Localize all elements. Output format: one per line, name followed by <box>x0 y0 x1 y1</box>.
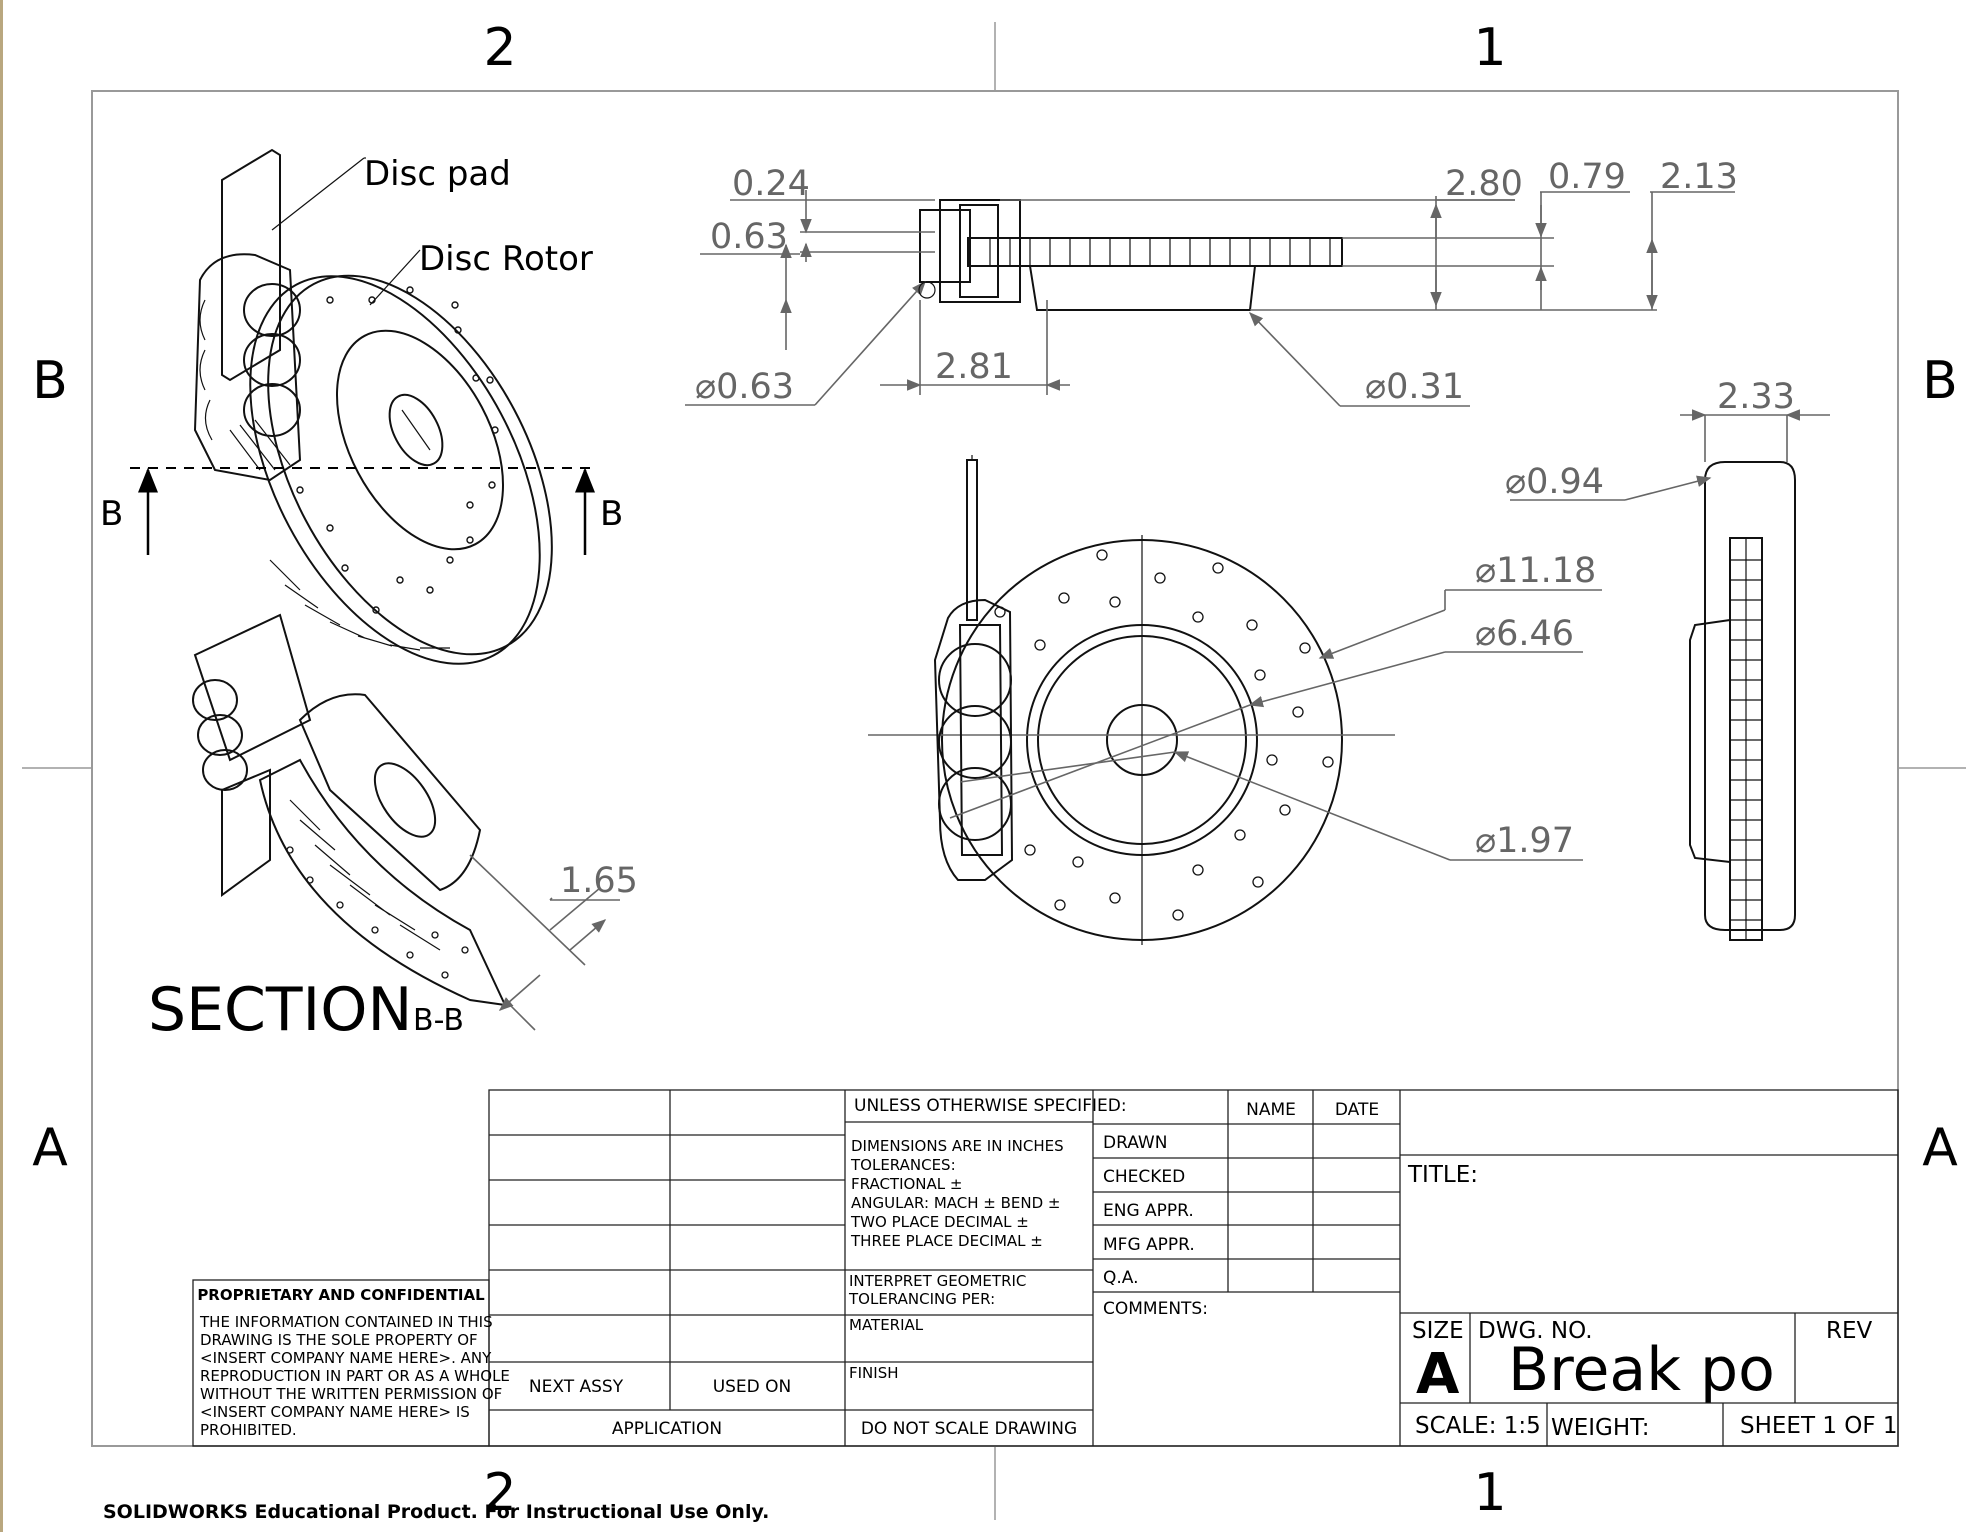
eng-appr-label: ENG APPR. <box>1103 1201 1194 1221</box>
side-hat <box>1689 618 1731 864</box>
dim-2-81: 2.81 <box>935 347 1013 387</box>
zone-label-left-A: A <box>32 1118 68 1178</box>
dim-0-24: 0.24 <box>732 164 810 204</box>
proprietary-box <box>192 1279 490 1447</box>
next-assy-label: NEXT ASSY <box>529 1377 624 1397</box>
front-caliper <box>933 598 1014 881</box>
zone-label-bottom-1: 1 <box>1473 1463 1506 1523</box>
dim-0-79: 0.79 <box>1548 157 1626 197</box>
used-on-label: USED ON <box>713 1377 792 1397</box>
disc-pad <box>221 148 281 382</box>
isometric-view: B B Disc pad Disc Rotor <box>100 148 623 665</box>
side-view: 2.33 ⌀0.94 <box>1505 377 1830 941</box>
interpret-label: TOLERANCING PER: <box>848 1290 995 1308</box>
dwg-no-label: DWG. NO. <box>1478 1318 1593 1344</box>
dim-dia-0-63: ⌀0.63 <box>695 367 794 407</box>
caliper <box>193 253 302 482</box>
section-caliper <box>193 613 312 762</box>
prop-line: PROHIBITED. <box>200 1421 297 1439</box>
dim-dia-1-97: ⌀1.97 <box>1475 821 1574 861</box>
checked-label: CHECKED <box>1103 1167 1185 1187</box>
section-view: 1.65 SECTION B-B <box>148 613 638 1045</box>
size-value: A <box>1416 1342 1460 1407</box>
dim-0-63: 0.63 <box>710 217 788 257</box>
dims-note: ANGULAR: MACH ± BEND ± <box>851 1194 1061 1212</box>
disc-pad-callout: Disc pad <box>364 154 511 194</box>
zone-ticks <box>22 22 1966 1520</box>
dim-1-65: 1.65 <box>560 861 638 901</box>
interpret-label: INTERPRET GEOMETRIC <box>849 1272 1026 1290</box>
zone-label-right-B: B <box>1922 351 1958 411</box>
unless-specified: UNLESS OTHERWISE SPECIFIED: <box>854 1096 1127 1116</box>
dims-note: DIMENSIONS ARE IN INCHES <box>851 1137 1064 1155</box>
zone-label-right-A: A <box>1922 1118 1958 1178</box>
scale-label: SCALE: 1:5 <box>1415 1413 1541 1439</box>
section-pad <box>221 768 271 897</box>
section-marker-left: B <box>100 494 123 534</box>
zone-label-top-1: 1 <box>1473 18 1506 78</box>
dwg-no-value: Break po <box>1508 1335 1775 1405</box>
prop-line: <INSERT COMPANY NAME HERE>. ANY <box>200 1349 492 1367</box>
title-block: PROPRIETARY AND CONFIDENTIAL THE INFORMA… <box>192 1089 1899 1447</box>
prop-line: WITHOUT THE WRITTEN PERMISSION OF <box>200 1385 502 1403</box>
prop-line: <INSERT COMPANY NAME HERE> IS <box>200 1403 470 1421</box>
dims-note: FRACTIONAL ± <box>851 1175 962 1193</box>
hat-outer <box>336 329 504 551</box>
prop-line: REPRODUCTION IN PART OR AS A WHOLE <box>200 1367 510 1385</box>
qa-label: Q.A. <box>1103 1268 1139 1288</box>
dim-2-33: 2.33 <box>1717 377 1795 417</box>
dim-dia-11-18: ⌀11.18 <box>1475 551 1596 591</box>
zone-label-left-B: B <box>32 351 68 411</box>
mfg-appr-label: MFG APPR. <box>1103 1235 1195 1255</box>
sheet-edge <box>0 0 3 1532</box>
size-label: SIZE <box>1412 1318 1464 1344</box>
drawn-label: DRAWN <box>1103 1133 1167 1153</box>
weight-label: WEIGHT: <box>1551 1415 1649 1441</box>
rotor-back <box>267 274 553 656</box>
application-label: APPLICATION <box>612 1419 722 1439</box>
section-marker-right: B <box>600 494 623 534</box>
name-header: NAME <box>1246 1100 1296 1120</box>
top-hat <box>1028 265 1257 311</box>
zone-label-bottom-2: 2 <box>483 1463 516 1523</box>
dim-dia-6-46: ⌀6.46 <box>1475 614 1574 654</box>
dim-2-13: 2.13 <box>1660 157 1738 197</box>
rev-label: REV <box>1826 1318 1873 1344</box>
front-view: ⌀11.18 ⌀6.46 ⌀1.97 <box>868 455 1602 945</box>
do-not-scale: DO NOT SCALE DRAWING <box>861 1419 1077 1439</box>
top-view: 0.24 0.63 ⌀0.63 2.81 ⌀0.31 2.80 <box>685 157 1738 407</box>
prop-title: PROPRIETARY AND CONFIDENTIAL <box>197 1286 485 1304</box>
center-bore <box>388 393 444 467</box>
disc-rotor-callout: Disc Rotor <box>419 239 593 279</box>
date-header: DATE <box>1335 1100 1379 1120</box>
zone-label-top-2: 2 <box>483 18 516 78</box>
dim-2-80: 2.80 <box>1445 164 1523 204</box>
dim-dia-0-94: ⌀0.94 <box>1505 462 1604 502</box>
section-label-id: B-B <box>413 1003 464 1038</box>
material-label: MATERIAL <box>849 1316 924 1334</box>
dims-note: TOLERANCES: <box>850 1156 956 1174</box>
section-rotor <box>258 758 507 1007</box>
dims-note: THREE PLACE DECIMAL ± <box>850 1232 1043 1250</box>
dim-dia-0-31: ⌀0.31 <box>1365 367 1464 407</box>
sheet-label: SHEET 1 OF 1 <box>1740 1413 1898 1439</box>
prop-line: THE INFORMATION CONTAINED IN THIS <box>199 1313 493 1331</box>
rotor-outer <box>249 275 541 665</box>
section-hat <box>298 693 482 892</box>
comments-label: COMMENTS: <box>1103 1299 1208 1319</box>
finish-label: FINISH <box>849 1364 899 1382</box>
prop-line: DRAWING IS THE SOLE PROPERTY OF <box>200 1331 478 1349</box>
educational-footer: SOLIDWORKS Educational Product. For Inst… <box>103 1501 769 1523</box>
title-label: TITLE: <box>1407 1162 1478 1188</box>
dims-note: TWO PLACE DECIMAL ± <box>850 1213 1029 1231</box>
section-label: SECTION <box>148 975 412 1045</box>
